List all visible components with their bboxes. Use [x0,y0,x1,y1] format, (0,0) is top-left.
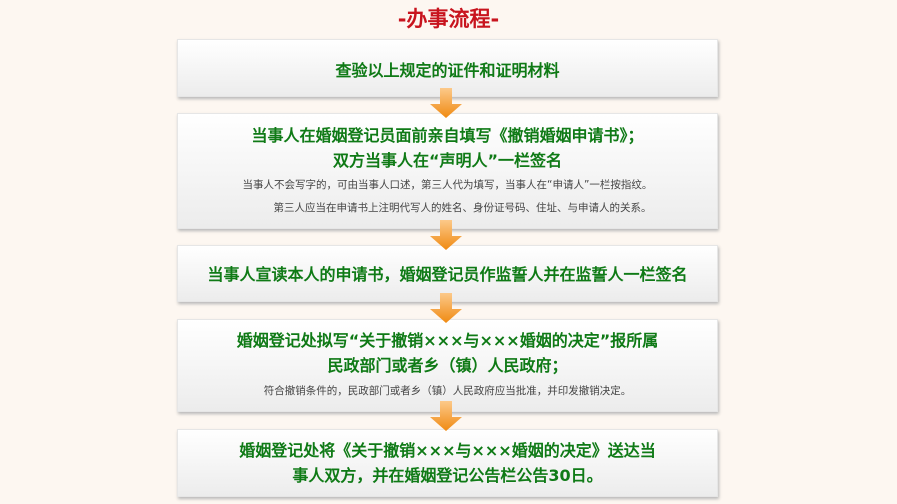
step-4-text-1: 婚姻登记处拟写“关于撤销×××与×××婚姻的决定”报所属 [236,331,659,350]
step-2-note-1: 当事人不会写字的，可由当事人口述，第三人代为填写，当事人在“申请人”一栏按指纹。 [242,179,653,191]
step-2: 当事人在婚姻登记员面前亲自填写《撤销婚姻申请书》； 双方当事人在“声明人”一栏签… [177,113,718,229]
step-2-text-2: 双方当事人在“声明人”一栏签名 [332,151,563,170]
arrow-down-icon [430,88,462,118]
step-4-note-1: 符合撤销条件的，民政部门或者乡（镇）人民政府应当批准，并印发撤销决定。 [263,385,632,397]
step-3: 当事人宣读本人的申请书，婚姻登记员作监誓人并在监誓人一栏签名 [177,245,718,302]
page-title: -办事流程- [397,7,500,31]
step-2-note-2: 第三人应当在申请书上注明代写人的姓名、身份证号码、住址、与申请人的关系。 [273,202,652,214]
step-3-text: 当事人宣读本人的申请书，婚姻登记员作监誓人并在监誓人一栏签名 [207,265,688,284]
step-1: 查验以上规定的证件和证明材料 [177,39,718,97]
arrow-down-icon [430,401,462,431]
arrow-down-icon [430,293,462,323]
step-5-text-2: 事人双方，并在婚姻登记公告栏公告30日。 [292,466,603,485]
step-2-text-1: 当事人在婚姻登记员面前亲自填写《撤销婚姻申请书》； [251,126,644,145]
step-4: 婚姻登记处拟写“关于撤销×××与×××婚姻的决定”报所属 民政部门或者乡（镇）人… [177,319,718,412]
step-5-text-1: 婚姻登记处将《关于撤销×××与×××婚姻的决定》送达当 [239,441,656,460]
step-1-text: 查验以上规定的证件和证明材料 [335,61,560,80]
arrow-down-icon [430,220,462,250]
step-4-text-2: 民政部门或者乡（镇）人民政府； [327,356,568,375]
step-5: 婚姻登记处将《关于撤销×××与×××婚姻的决定》送达当 事人双方，并在婚姻登记公… [177,429,718,497]
